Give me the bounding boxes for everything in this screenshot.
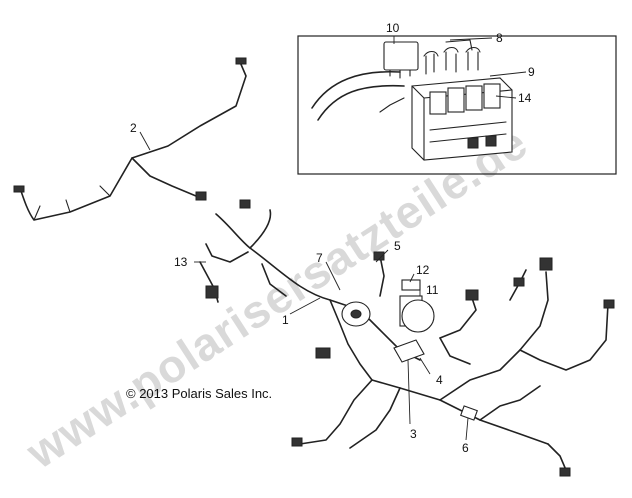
callout-10: 10 bbox=[386, 21, 400, 35]
callout-9: 9 bbox=[528, 65, 535, 79]
callout-11: 11 bbox=[426, 283, 439, 297]
harness-1 bbox=[199, 199, 615, 477]
callout-14: 14 bbox=[518, 91, 532, 105]
part-11-12-fuse-holder bbox=[399, 279, 435, 333]
harness-2 bbox=[13, 57, 247, 221]
part-5-connector bbox=[341, 301, 371, 327]
watermark-text: www.polarisersatzteile.de bbox=[16, 116, 536, 479]
callout-3: 3 bbox=[410, 427, 417, 441]
callout-5: 5 bbox=[394, 239, 401, 253]
copyright-text: © 2013 Polaris Sales Inc. bbox=[126, 386, 272, 401]
callout-4: 4 bbox=[436, 373, 443, 387]
inset-frame bbox=[297, 35, 617, 175]
leader-lines bbox=[139, 36, 527, 441]
callout-8: 8 bbox=[496, 31, 503, 45]
inset-harness bbox=[311, 70, 405, 121]
callout-2: 2 bbox=[130, 121, 137, 135]
part-4-bracket bbox=[393, 339, 425, 363]
fuse-block-8 bbox=[411, 77, 513, 161]
callout-13: 13 bbox=[174, 255, 188, 269]
callout-1: 1 bbox=[282, 313, 289, 327]
callout-12: 12 bbox=[416, 263, 430, 277]
callout-7: 7 bbox=[316, 251, 323, 265]
relay-10 bbox=[383, 41, 419, 79]
callout-6: 6 bbox=[462, 441, 469, 455]
fuses-9 bbox=[423, 39, 481, 75]
part-6-sleeve bbox=[460, 405, 478, 421]
